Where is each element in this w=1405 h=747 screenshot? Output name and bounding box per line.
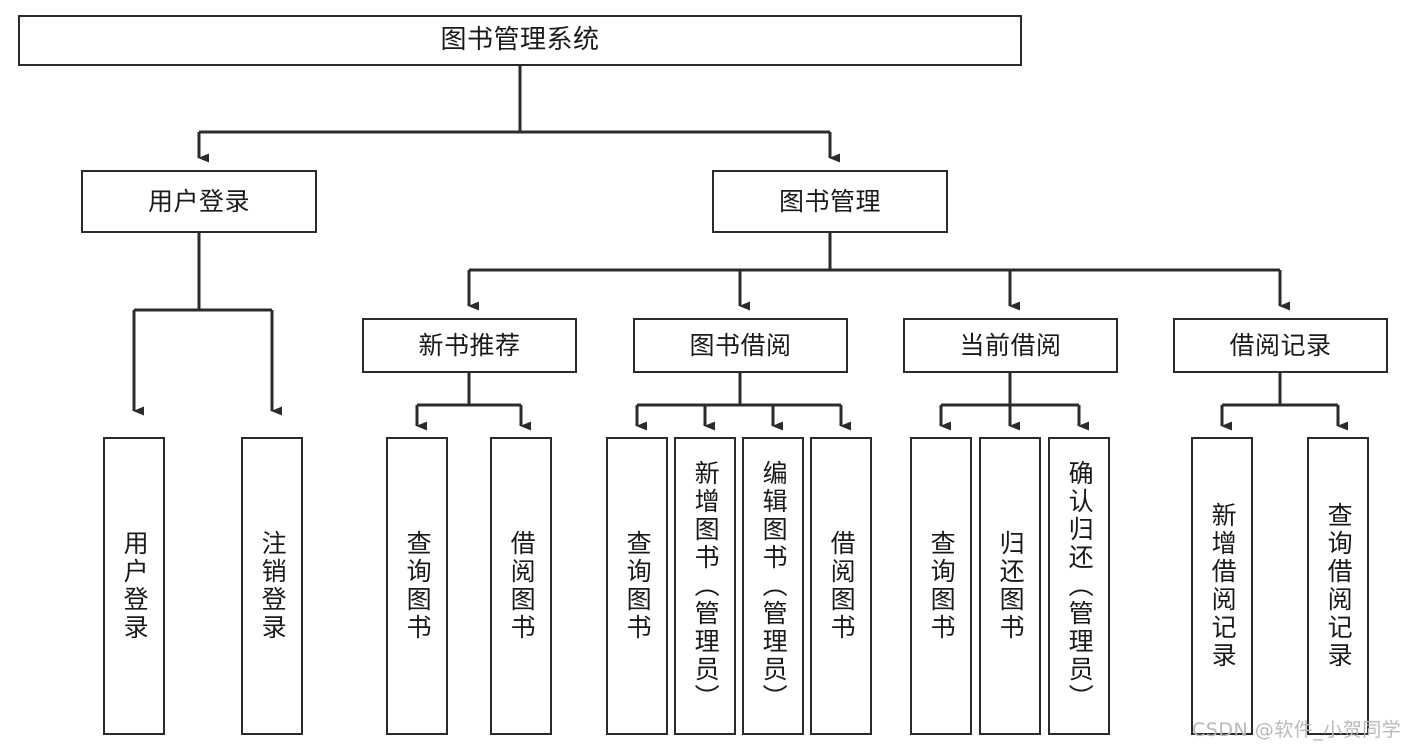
node-label: 确认归还（管理员） [1065,460,1095,712]
node-label: 注销登录 [258,530,288,642]
node-label: 新增借阅记录 [1208,502,1238,670]
node-label: 查询图书 [403,530,433,642]
node-label: 借阅图书 [507,530,537,642]
node-label: 当前借阅 [959,330,1062,360]
node-label: 用户登录 [120,530,150,642]
node-leaf-logout[interactable]: 注销登录 [241,437,303,735]
node-label: 图书管理 [778,186,881,216]
node-label: 编辑图书（管理员） [759,460,789,712]
node-leaf-query-borrow-record[interactable]: 查询借阅记录 [1307,437,1369,735]
node-label: 查询图书 [623,530,653,642]
node-book-management[interactable]: 图书管理 [712,170,948,233]
node-leaf-return-book[interactable]: 归还图书 [979,437,1041,735]
node-leaf-add-borrow-record[interactable]: 新增借阅记录 [1191,437,1253,735]
node-label: 借阅图书 [827,530,857,642]
node-current-borrow[interactable]: 当前借阅 [903,318,1118,373]
node-label: 新增图书（管理员） [691,460,721,712]
node-label: 图书借阅 [689,330,792,360]
csdn-watermark: CSDN @软件_小贺同学 [1192,719,1402,741]
node-leaf-confirm-return-admin[interactable]: 确认归还（管理员） [1048,437,1110,735]
node-leaf-query-book-current[interactable]: 查询图书 [910,437,972,735]
node-root-library-system[interactable]: 图书管理系统 [18,15,1022,66]
node-label: 归还图书 [996,530,1026,642]
node-leaf-query-book-new[interactable]: 查询图书 [386,437,448,735]
node-user-login[interactable]: 用户登录 [81,170,317,233]
node-leaf-borrow-book[interactable]: 借阅图书 [810,437,872,735]
node-borrow-record[interactable]: 借阅记录 [1173,318,1388,373]
node-leaf-borrow-book-new[interactable]: 借阅图书 [490,437,552,735]
node-new-book-recommend[interactable]: 新书推荐 [362,318,577,373]
node-leaf-add-book-admin[interactable]: 新增图书（管理员） [674,437,736,735]
node-leaf-user-login[interactable]: 用户登录 [103,437,165,735]
node-label: 查询图书 [927,530,957,642]
node-label: 查询借阅记录 [1324,502,1354,670]
node-book-borrow[interactable]: 图书借阅 [633,318,848,373]
node-label: 图书管理系统 [440,25,600,56]
node-label: 新书推荐 [418,330,521,360]
node-leaf-query-book-borrow[interactable]: 查询图书 [606,437,668,735]
node-label: 用户登录 [147,186,250,216]
node-leaf-edit-book-admin[interactable]: 编辑图书（管理员） [742,437,804,735]
node-label: 借阅记录 [1229,330,1332,360]
